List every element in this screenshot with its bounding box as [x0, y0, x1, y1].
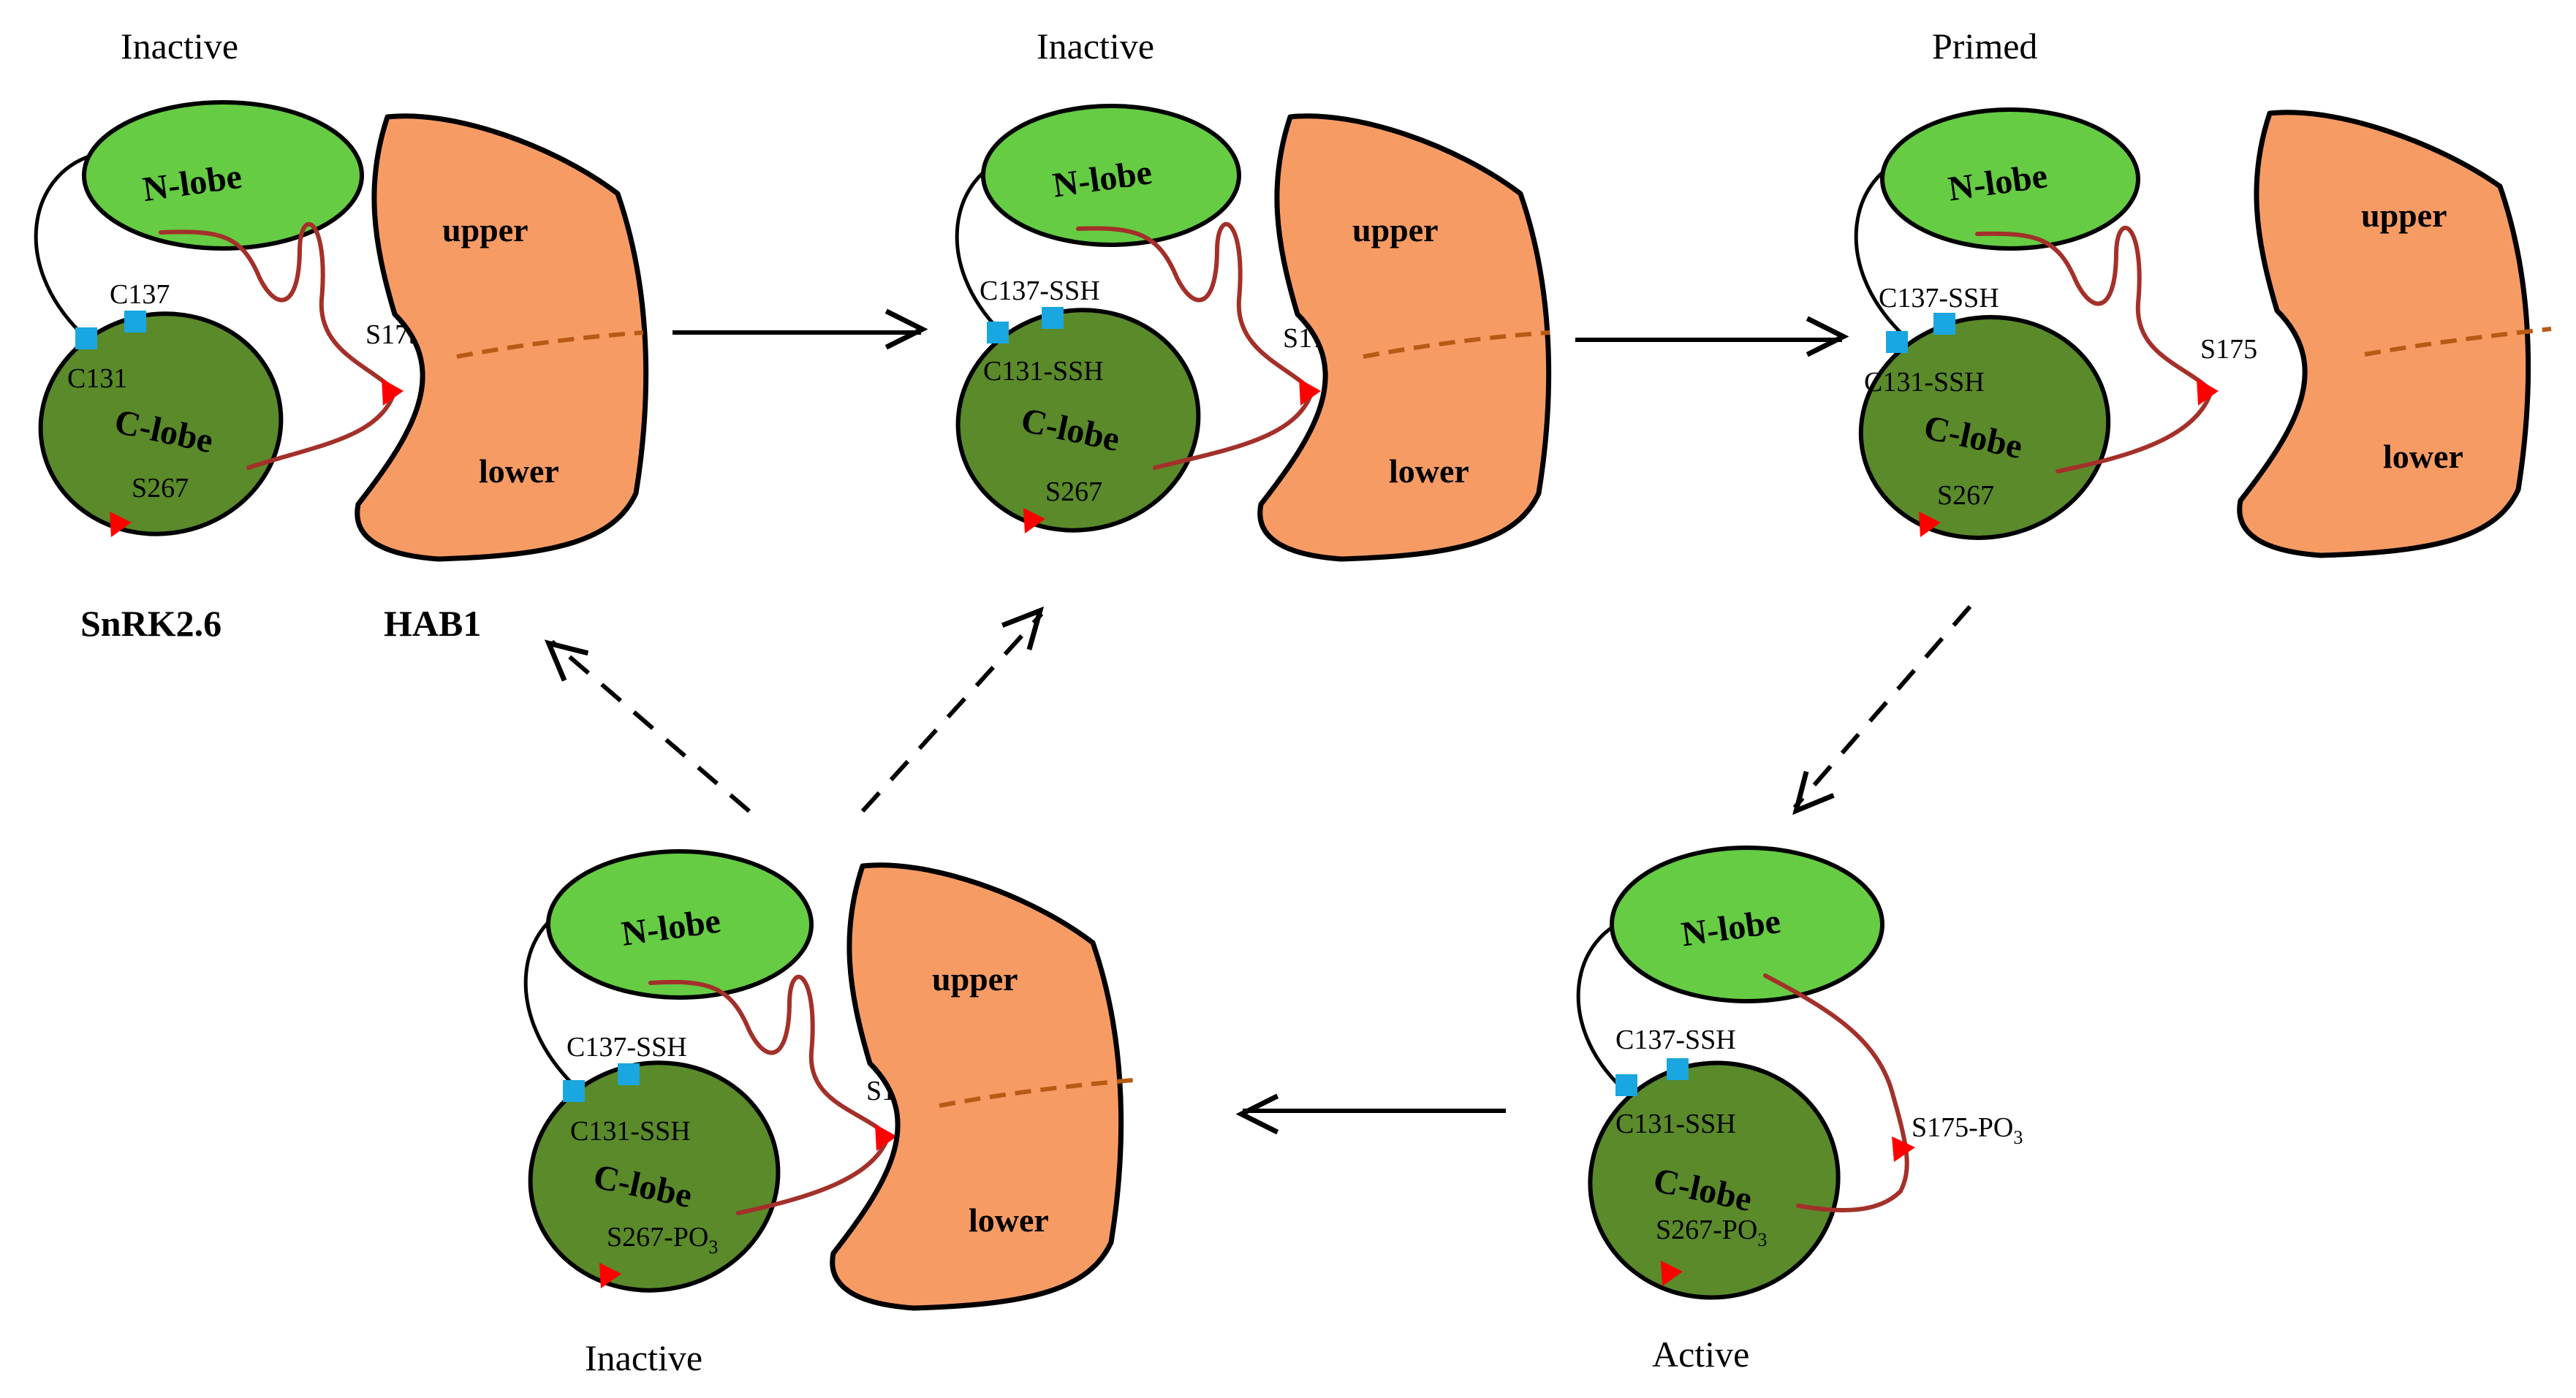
state-label: Primed [1932, 26, 2037, 67]
state-label: Inactive [121, 26, 238, 67]
activation-loop [1076, 222, 1315, 470]
hab1-domain-divider [2364, 327, 2552, 357]
n-lobe [981, 104, 1241, 247]
s267-label: S267 [1937, 480, 1994, 511]
c131-cysteine-marker [987, 322, 1009, 343]
c131-label: C131-SSH [983, 356, 1104, 387]
s267-phospho-site [599, 1263, 621, 1288]
upper-label: upper [2361, 197, 2447, 234]
n-lobe [546, 849, 814, 1000]
state-label: Active [1652, 1334, 1749, 1375]
phosphatase-name-label: HAB1 [384, 603, 481, 644]
c131-label: C131-SSH [1615, 1109, 1736, 1139]
transition-arrows [544, 308, 1972, 1135]
s267-label: S267 [1045, 476, 1102, 507]
hab1-phosphatase [355, 113, 649, 562]
s175-phospho-site [875, 1124, 897, 1151]
arrow-state4-to-state1 [544, 639, 751, 813]
c137-cysteine-marker [618, 1063, 640, 1085]
s267-label: S267-PO3 [1656, 1215, 1767, 1250]
hab1-domain-divider [939, 1078, 1134, 1108]
n-lobe [1880, 107, 2140, 251]
c131-label: C131 [67, 363, 127, 394]
activation-loop [159, 222, 398, 470]
s267-phospho-site [1919, 512, 1941, 537]
n-lobe [82, 100, 364, 251]
state-2: Inactive N-lobe C-lobe C137-SSH C131-SSH… [955, 26, 1552, 562]
state-label: Inactive [1037, 26, 1154, 67]
s175-phospho-site [2197, 379, 2219, 406]
arrow-state4-to-state2 [860, 606, 1045, 813]
lower-label: lower [2383, 438, 2463, 475]
c131-label: C131-SSH [570, 1116, 691, 1147]
state-1: Inactive N-lobe C-lobe C137 C131 S175 S2… [34, 26, 649, 644]
upper-label: upper [1352, 211, 1439, 248]
c131-cysteine-marker [1886, 331, 1908, 353]
hab1-phosphatase [1257, 113, 1552, 562]
lower-label: lower [1389, 452, 1469, 490]
state-label: Inactive [585, 1337, 702, 1378]
c131-cysteine-marker [563, 1080, 585, 1102]
arrow-state3-to-state5 [1792, 605, 1972, 816]
upper-label: upper [932, 960, 1018, 998]
s267-phospho-site [1661, 1261, 1683, 1286]
hab1-phosphatase [830, 862, 1124, 1311]
s267-phospho-site [110, 512, 132, 537]
c137-cysteine-marker [124, 311, 146, 333]
state-4: Inactive N-lobe C-lobe C137-SSH C131-SSH… [523, 849, 1134, 1378]
lower-label: lower [969, 1201, 1049, 1239]
c137-label: C137-SSH [1615, 1025, 1736, 1055]
s175-phospho-site [382, 379, 404, 406]
lower-label: lower [479, 452, 559, 490]
c131-cysteine-marker [75, 327, 97, 349]
kinase-name-label: SnRK2.6 [80, 603, 221, 644]
hinge-linker [34, 153, 92, 334]
c-lobe [1858, 315, 2111, 540]
activation-loop [1975, 226, 2214, 474]
s267-label: S267-PO3 [607, 1222, 718, 1258]
c137-cysteine-marker [1042, 307, 1064, 329]
c137-label: C137 [110, 279, 170, 310]
c137-cysteine-marker [1667, 1058, 1689, 1080]
s175-label: S175 [2200, 334, 2257, 365]
hab1-phosphatase [2237, 110, 2531, 558]
c137-label: C137-SSH [980, 276, 1100, 306]
c137-label: C137-SSH [1879, 283, 1999, 314]
n-lobe [1610, 846, 1884, 1003]
activation-loop [648, 975, 891, 1215]
s175-phospho-site [1299, 379, 1321, 406]
hab1-domain-divider [1363, 330, 1550, 359]
state-3: Primed N-lobe C-lobe C137-SSH C131-SSH S… [1854, 26, 2552, 558]
activation-loop [1763, 973, 1909, 1212]
s267-label: S267 [132, 473, 189, 504]
hab1-domain-divider [456, 330, 644, 359]
c137-cysteine-marker [1933, 313, 1955, 335]
state-5: Active N-lobe C-lobe C137-SSH C131-SSH S… [1576, 846, 2023, 1375]
c131-cysteine-marker [1615, 1074, 1637, 1096]
s175-label: S175-PO3 [1912, 1112, 2023, 1148]
c-lobe [1588, 1060, 1841, 1300]
upper-label: upper [442, 211, 529, 248]
s175-phospho-site [1892, 1136, 1915, 1162]
c131-label: C131-SSH [1864, 367, 1985, 398]
c137-label: C137-SSH [567, 1032, 687, 1063]
s267-phospho-site [1023, 508, 1045, 533]
